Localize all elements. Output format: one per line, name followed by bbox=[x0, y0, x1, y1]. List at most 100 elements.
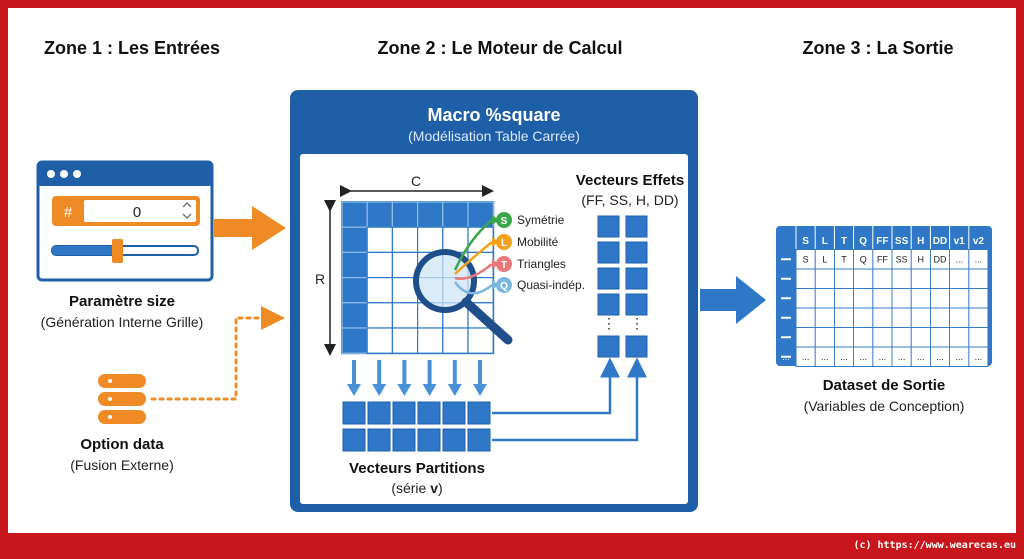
grid-cell bbox=[467, 327, 494, 354]
table-header-cell: Q bbox=[859, 236, 867, 247]
database-icon bbox=[98, 374, 146, 424]
grid-cell bbox=[391, 201, 419, 228]
partitions-title: Vecteurs Partitions bbox=[349, 460, 485, 477]
grid-cell bbox=[391, 327, 419, 354]
table-ellipsis: ... bbox=[917, 352, 925, 362]
grid-cell bbox=[366, 327, 394, 354]
table-header-cell: S bbox=[802, 236, 809, 247]
partition-cell bbox=[442, 401, 466, 425]
down-arrowhead bbox=[473, 384, 487, 396]
effect-cell bbox=[597, 241, 620, 264]
grid-cell bbox=[366, 201, 394, 228]
column-label: C bbox=[411, 173, 421, 189]
legend-badge-icon bbox=[496, 277, 512, 293]
table-header-cell: v2 bbox=[973, 236, 985, 247]
grid-cell bbox=[391, 226, 419, 253]
grid-cell bbox=[366, 277, 394, 304]
legend-label: Quasi-indép. bbox=[517, 278, 585, 292]
table-header-cell: SS bbox=[895, 236, 909, 247]
down-arrowhead bbox=[422, 384, 437, 396]
effect-cell bbox=[625, 335, 648, 358]
grid-cell bbox=[442, 226, 469, 253]
legend-arrowhead bbox=[492, 237, 499, 247]
window-dot-icon bbox=[73, 170, 81, 178]
dotted-connector bbox=[150, 306, 285, 401]
down-arrowhead bbox=[372, 384, 387, 396]
table-ellipsis: ... bbox=[955, 352, 963, 362]
legend-arrow bbox=[454, 241, 493, 275]
window-dot-icon bbox=[60, 170, 68, 178]
footer-credit: (c) https://www.wearecas.eu bbox=[853, 540, 1016, 551]
zone2-title: Zone 2 : Le Moteur de Calcul bbox=[377, 38, 622, 58]
partition-cell bbox=[342, 428, 366, 452]
legend-label: Mobilité bbox=[517, 235, 559, 249]
stepper-down-icon[interactable] bbox=[182, 213, 192, 220]
macro-title: Macro %square bbox=[427, 105, 560, 125]
grid-cell bbox=[442, 327, 469, 354]
down-arrowhead bbox=[447, 384, 462, 396]
partition-cell bbox=[467, 401, 491, 425]
effect-cell bbox=[625, 241, 648, 264]
stepper-up-icon[interactable] bbox=[182, 201, 192, 208]
magnifier-icon bbox=[413, 249, 513, 345]
effect-cell bbox=[597, 335, 620, 358]
effect-cell bbox=[597, 293, 620, 316]
legend-arrowhead bbox=[492, 259, 499, 269]
output-subtitle: (Variables de Conception) bbox=[804, 398, 965, 414]
param-subtitle: (Génération Interne Grille) bbox=[41, 314, 204, 330]
legend-item: Q Quasi-indép. bbox=[496, 277, 585, 293]
grid-cell bbox=[417, 327, 444, 354]
legend-arrow bbox=[454, 263, 493, 280]
effects-ellipsis: ⋮ bbox=[602, 315, 616, 331]
grid-cell bbox=[391, 251, 419, 279]
partition-cell bbox=[367, 401, 391, 425]
table-cell-text: H bbox=[918, 255, 925, 265]
legend-label: Triangles bbox=[517, 257, 566, 271]
table-cell-text: DD bbox=[934, 255, 947, 265]
table-ellipsis: ... bbox=[879, 352, 887, 362]
partition-cell bbox=[467, 428, 491, 452]
table-cell-text: T bbox=[841, 255, 847, 265]
legend-arrowhead bbox=[492, 280, 499, 290]
partition-cell bbox=[367, 428, 391, 452]
legend-letter: Q bbox=[500, 281, 508, 292]
param-title: Paramètre size bbox=[69, 293, 175, 310]
partition-cell bbox=[442, 428, 466, 452]
down-arrowhead bbox=[347, 384, 361, 396]
process-diagram: Zone 1 : Les Entrées Zone 2 : Le Moteur … bbox=[36, 38, 992, 512]
option-subtitle: (Fusion Externe) bbox=[70, 457, 173, 473]
size-value: 0 bbox=[133, 204, 141, 221]
grid-cell bbox=[417, 226, 444, 253]
option-title: Option data bbox=[80, 436, 164, 453]
table-cell-text: ... bbox=[955, 255, 963, 265]
table-header-cell: T bbox=[841, 236, 847, 247]
legend-badge-icon bbox=[496, 256, 512, 272]
size-slider[interactable] bbox=[51, 239, 199, 263]
slider-fill bbox=[52, 246, 118, 255]
partition-vectors bbox=[342, 401, 491, 452]
table-cell-text: L bbox=[822, 255, 827, 265]
legend-badge-icon bbox=[496, 212, 512, 228]
legend-letter: L bbox=[501, 238, 507, 249]
legend-arrow bbox=[453, 219, 493, 271]
partition-cell bbox=[417, 401, 441, 425]
hash-icon: # bbox=[64, 204, 73, 221]
effect-cell bbox=[625, 215, 648, 238]
table-cell-text: S bbox=[803, 255, 809, 265]
legend-arrow bbox=[453, 281, 493, 295]
canvas: Zone 1 : Les Entrées Zone 2 : Le Moteur … bbox=[8, 8, 1016, 533]
table-header-cell: L bbox=[822, 236, 828, 247]
size-number-field[interactable]: # 0 bbox=[52, 196, 200, 226]
down-arrowhead bbox=[397, 384, 412, 396]
legend-arrowhead bbox=[492, 215, 499, 225]
grid-cell bbox=[417, 201, 444, 228]
partition-to-effects-connector bbox=[492, 357, 620, 415]
output-title: Dataset de Sortie bbox=[823, 377, 946, 394]
slider-thumb[interactable] bbox=[112, 239, 123, 263]
orange-arrow bbox=[214, 206, 286, 250]
table-header-cell: DD bbox=[933, 236, 947, 247]
table-cell bbox=[968, 346, 989, 367]
grid-cell bbox=[341, 277, 368, 304]
